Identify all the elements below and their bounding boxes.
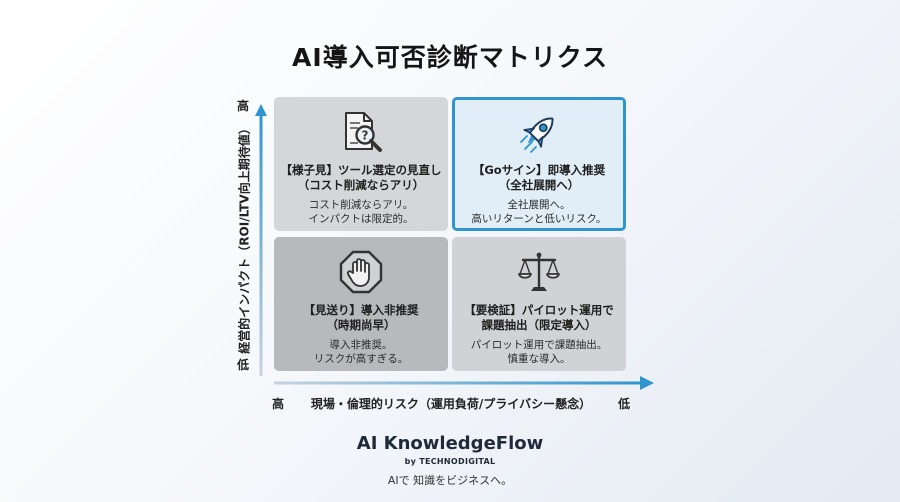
quadrant-description: 導入非推奨。 <box>329 339 393 351</box>
quadrant-description: 高いリターンと低いリスク。 <box>471 213 607 225</box>
quadrant-needs-verification: 【要検証】パイロット運用で 課題抽出（限定導入） パイロット運用で課題抽出。 慎… <box>452 237 626 371</box>
quadrant-heading: 【様子見】ツール選定の見直し <box>280 163 442 177</box>
stop-hand-icon <box>339 250 383 294</box>
quadrant-description: 慎重な導入。 <box>507 353 571 365</box>
brand-logo-text: AI KnowledgeFlow <box>356 433 544 454</box>
quadrant-description: 全社展開へ。 <box>507 199 571 211</box>
quadrant-description: パイロット運用で課題抽出。 <box>470 339 608 351</box>
quadrant-heading: 【見送り】導入非推奨 <box>303 303 419 317</box>
quadrant-wait-and-see: ? 【様子見】ツール選定の見直し （コスト削減ならアリ） コスト削減ならアリ。 … <box>274 97 448 231</box>
svg-text:?: ? <box>362 129 369 143</box>
quadrant-description: インパクトは限定的。 <box>308 213 414 225</box>
document-magnifier-icon: ? <box>345 112 382 152</box>
quadrant-description: リスクが高すぎる。 <box>313 353 409 365</box>
rocket-icon <box>520 117 554 153</box>
y-axis-label: 経営的インパクト（ROI/LTV向上期待値） <box>237 122 252 354</box>
y-axis-high-label: 高 <box>237 99 250 113</box>
x-axis-high-label: 高 <box>272 397 285 411</box>
quadrant-heading: 【Goサイン】即導入推奨 <box>472 163 606 177</box>
quadrant-subheading: （時期尚早） <box>326 318 396 332</box>
quadrant-heading: 【要検証】パイロット運用で <box>464 303 614 317</box>
balance-scale-icon <box>518 252 560 291</box>
y-axis-low-label: 低 <box>237 358 250 372</box>
x-axis-arrow <box>274 376 654 390</box>
x-axis-low-label: 低 <box>618 397 631 411</box>
brand-byline: by TECHNODIGITAL <box>404 457 496 466</box>
quadrant-not-recommended: 【見送り】導入非推奨 （時期尚早） 導入非推奨。 リスクが高すぎる。 <box>274 237 448 371</box>
y-axis-arrow <box>255 104 267 376</box>
quadrant-go-sign: 【Goサイン】即導入推奨 （全社展開へ） 全社展開へ。 高いリターンと低いリスク… <box>452 97 626 231</box>
quadrant-description: コスト削減ならアリ。 <box>308 199 414 211</box>
matrix-title: AI導入可否診断マトリクス <box>292 43 608 72</box>
quadrant-subheading: （コスト削減ならアリ） <box>297 178 425 192</box>
quadrant-subheading: （全社展開へ） <box>498 178 580 192</box>
x-axis-label: 現場・倫理的リスク（運用負荷/プライバシー懸念） <box>310 397 592 411</box>
quadrant-subheading: 課題抽出（限定導入） <box>481 318 597 332</box>
brand-tagline: AIで 知識をビジネスへ。 <box>387 474 513 487</box>
